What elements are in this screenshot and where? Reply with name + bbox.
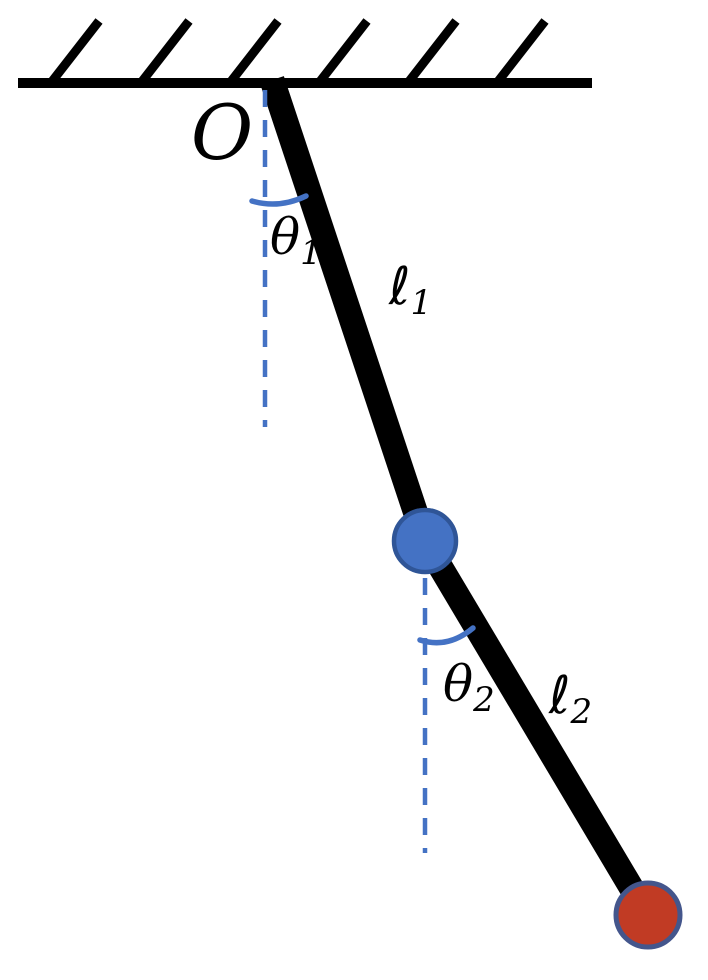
bob-1-blue: [391, 507, 459, 575]
hatch-mark: [225, 18, 282, 87]
theta1-subscript: 1: [300, 233, 322, 273]
hatch-mark: [314, 18, 371, 87]
rod2-length-base: ℓ: [548, 666, 570, 726]
theta2-label: θ2: [443, 655, 495, 720]
bob-2-red: [613, 880, 683, 950]
angle-arc-theta1: [249, 193, 309, 207]
theta1-label: θ1: [270, 208, 322, 273]
hatch-mark: [403, 18, 460, 87]
rod-2: [414, 534, 655, 916]
theta1-base: θ: [270, 208, 300, 266]
rod1-length-base: ℓ: [388, 257, 410, 317]
hatch-mark: [492, 18, 549, 87]
rod-1: [260, 76, 437, 545]
hatch-mark: [136, 18, 193, 87]
angle-arc-theta2: [417, 625, 476, 646]
rod2-length-subscript: 2: [569, 692, 592, 732]
theta2-subscript: 2: [472, 680, 495, 720]
pivot-label: O: [191, 88, 253, 177]
rod1-length-subscript: 1: [410, 283, 432, 323]
rod1-length-label: ℓ1: [388, 257, 432, 323]
theta2-base: θ: [443, 655, 473, 713]
rod2-length-label: ℓ2: [548, 666, 592, 732]
ceiling: [18, 18, 592, 88]
hatch-mark: [46, 18, 103, 87]
